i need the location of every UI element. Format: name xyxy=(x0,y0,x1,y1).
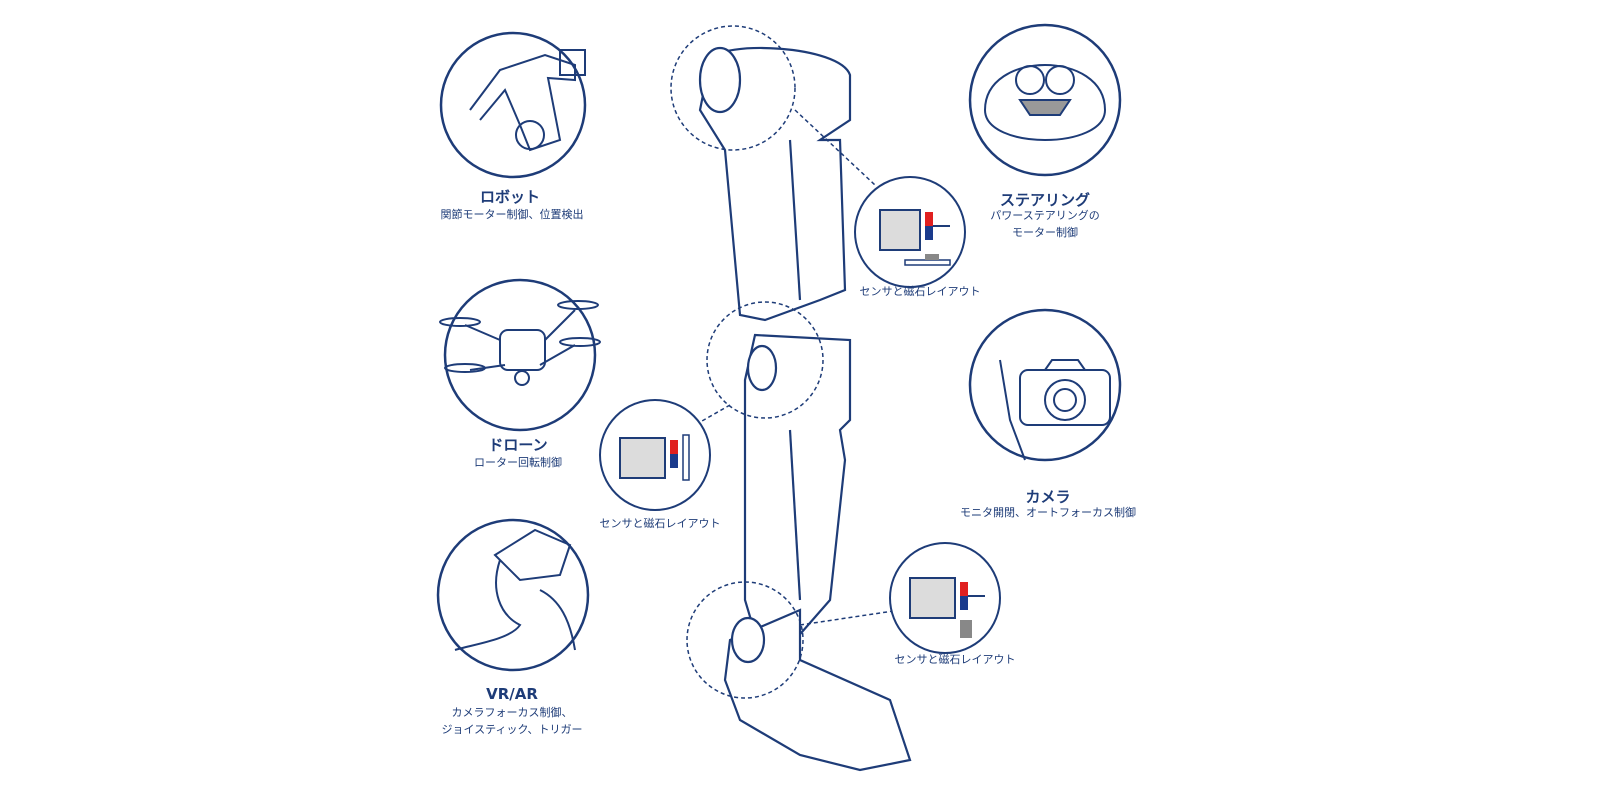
steering-wheel-icon xyxy=(983,64,1107,141)
steering-title: ステアリング xyxy=(999,191,1091,209)
vr-ar-description-1: カメラフォーカス制御、 xyxy=(451,706,573,719)
sensor-layout-label-1: センサと磁石レイアウト xyxy=(859,285,981,298)
camera-title: カメラ xyxy=(1025,488,1071,506)
drone-illustration-circle xyxy=(443,278,597,432)
drone-title: ドローン xyxy=(488,436,548,454)
sensor-layout-label-2: センサと磁石レイアウト xyxy=(599,517,721,530)
robot-title: ロボット xyxy=(479,188,541,206)
robot-description: 関節モーター制御、位置検出 xyxy=(440,208,584,221)
vr-headset-person-icon xyxy=(454,528,576,651)
vr-ar-description-2: ジョイスティック、トリガー xyxy=(441,723,583,736)
robot-illustration-circle xyxy=(439,31,587,179)
vr-ar-title: VR/AR xyxy=(486,685,538,703)
robot-arm-icon xyxy=(469,49,586,152)
vr-illustration-circle xyxy=(436,518,590,672)
camera-icon xyxy=(999,359,1111,461)
sensor-magnet-layout-1 xyxy=(854,176,966,288)
ankle-joint-highlight xyxy=(686,581,804,699)
steering-description-1: パワーステアリングの xyxy=(990,209,1100,222)
robotic-leg-illustration xyxy=(698,46,912,772)
steering-illustration-circle xyxy=(968,23,1122,177)
knee-joint-highlight xyxy=(706,301,824,419)
drone-description: ローター回転制御 xyxy=(474,456,562,469)
sensor-magnet-layout-2 xyxy=(599,399,711,511)
sensor-layout-label-3: センサと磁石レイアウト xyxy=(894,653,1016,666)
drone-icon xyxy=(439,300,601,386)
camera-illustration-circle xyxy=(968,308,1122,462)
steering-description-2: モーター制御 xyxy=(1012,226,1078,239)
camera-description: モニタ開閉、オートフォーカス制御 xyxy=(960,506,1136,519)
hip-joint-highlight xyxy=(670,25,796,151)
sensor-magnet-layout-3 xyxy=(889,542,1001,654)
